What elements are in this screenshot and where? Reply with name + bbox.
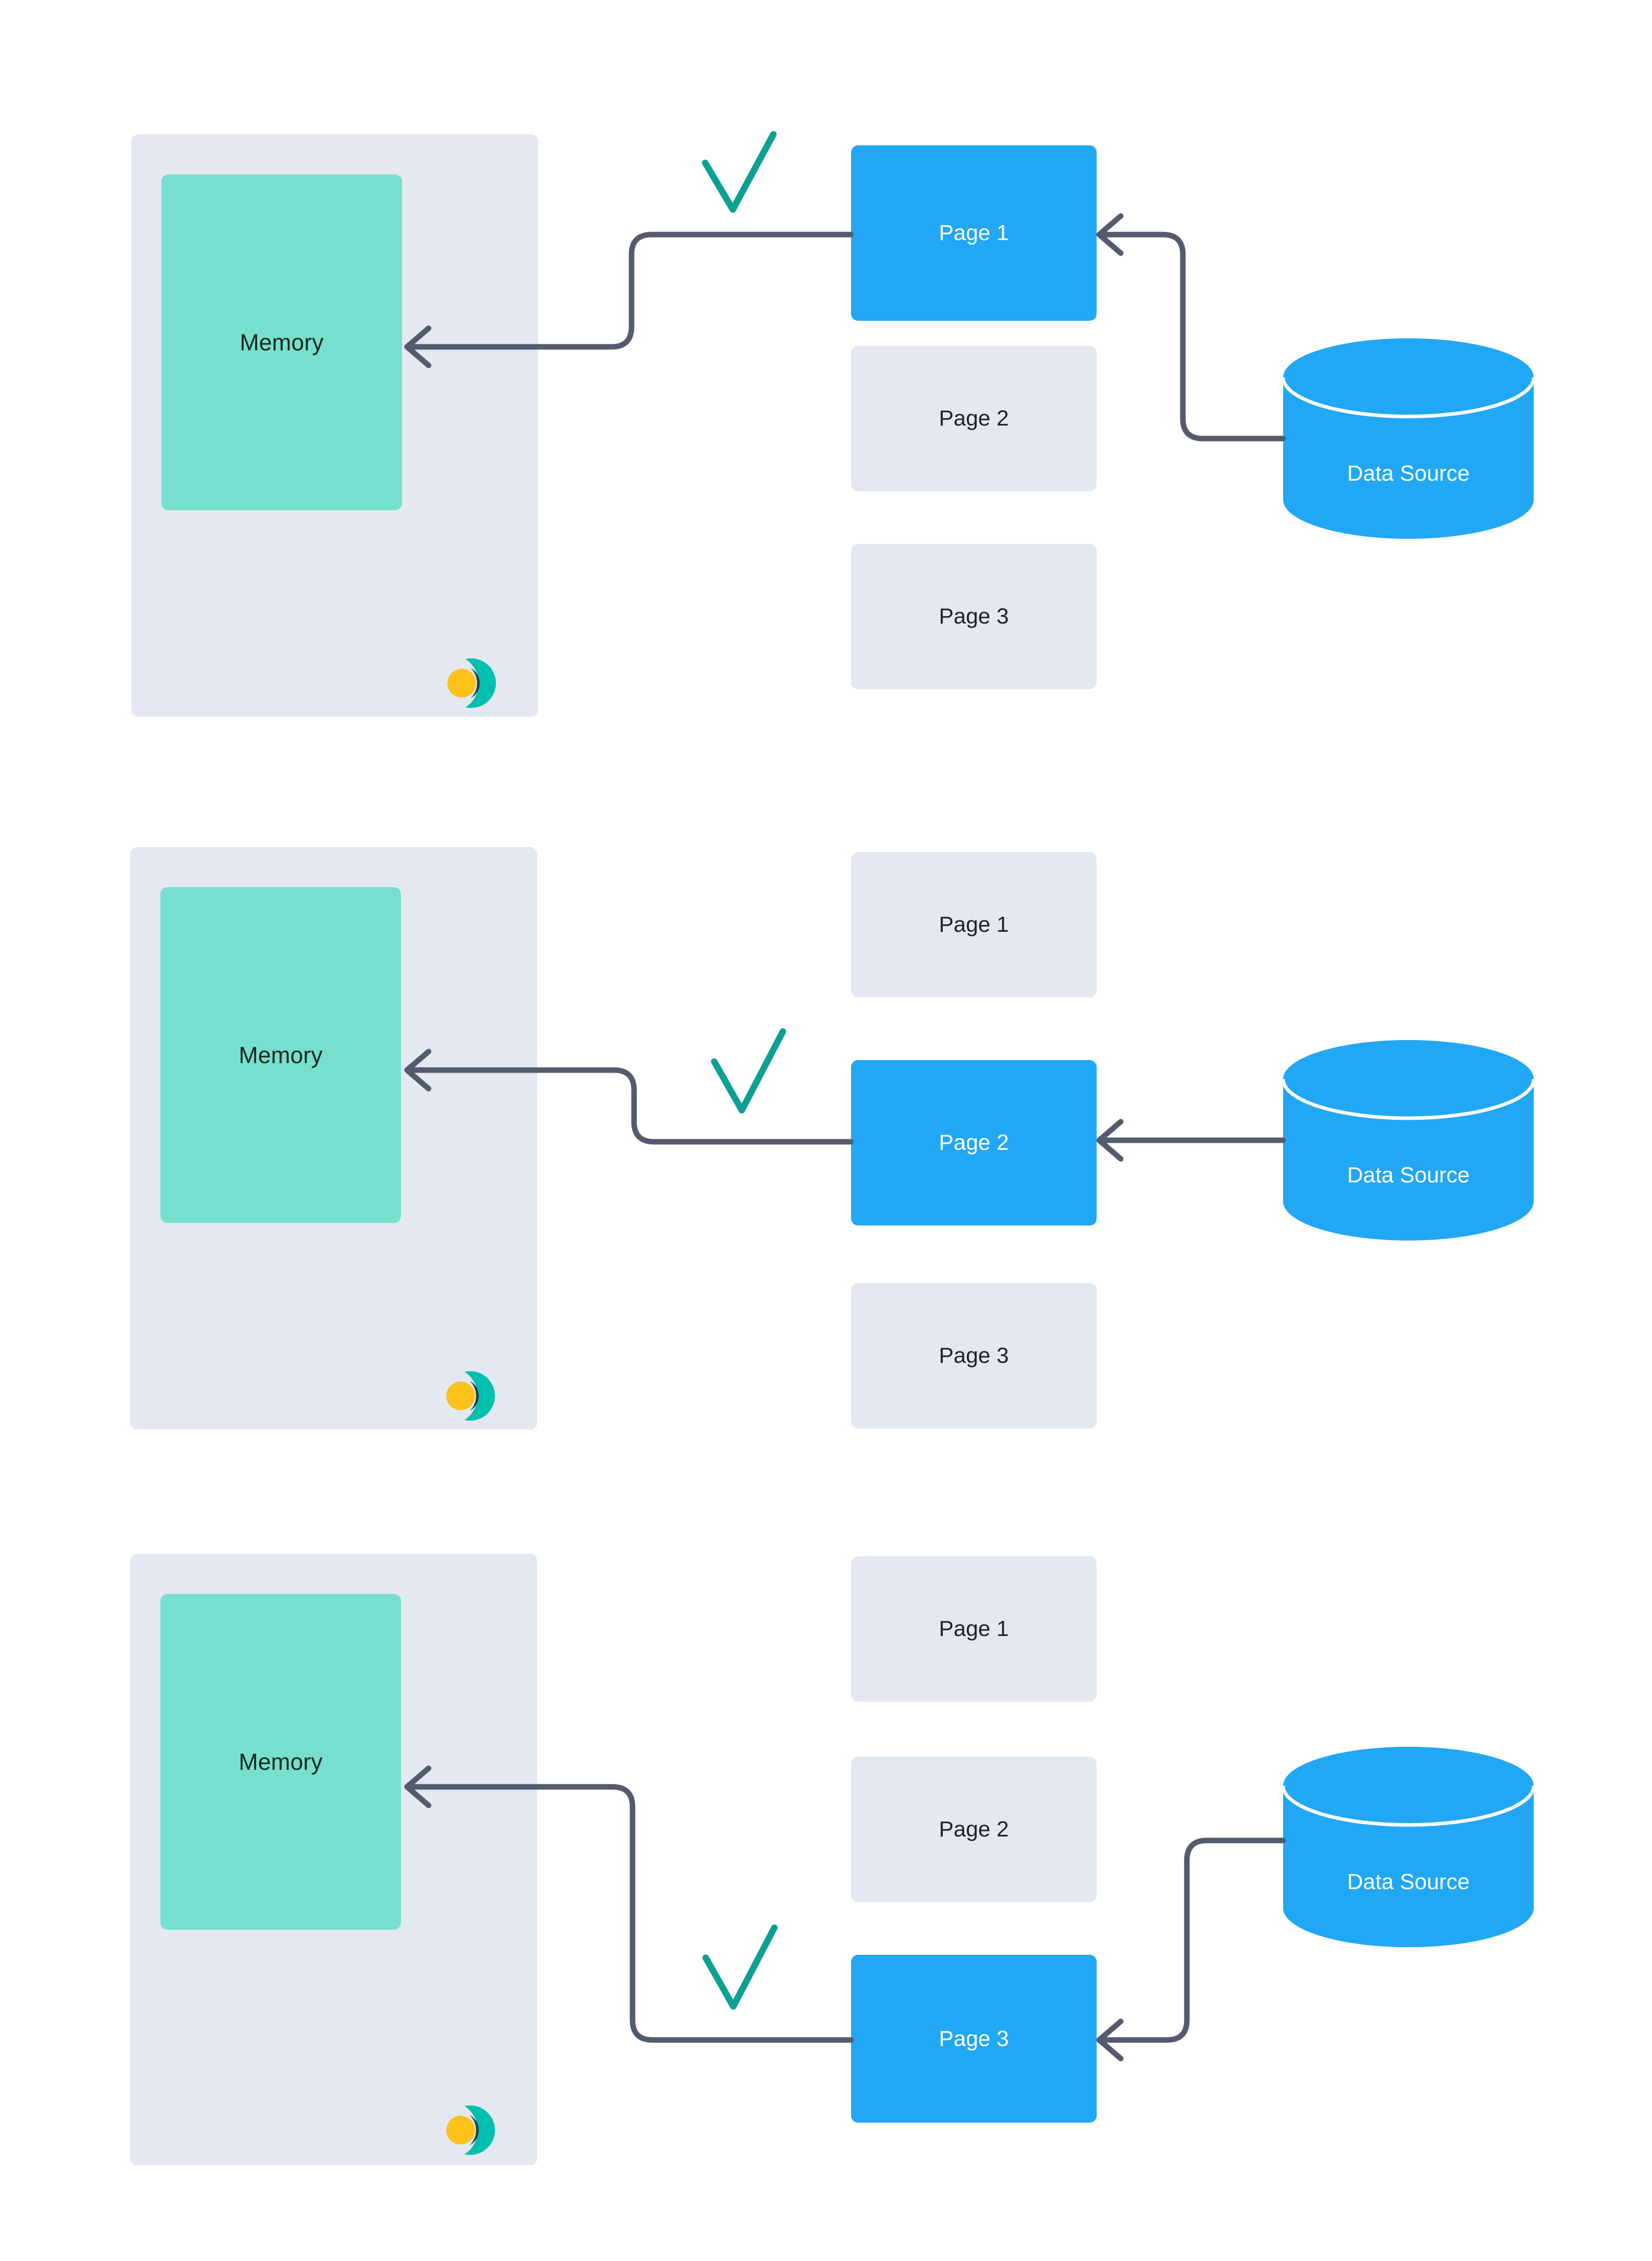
memory-box-step3: Memory — [160, 1594, 401, 1930]
connector-datasource-to-page1-step1 — [1098, 232, 1286, 442]
page-box-step3-page1[interactable]: Page 1 — [851, 1556, 1097, 1702]
page-box-step1-page3[interactable]: Page 3 — [851, 544, 1097, 689]
memory-panel-step2: Memory — [130, 847, 537, 1429]
check-icon-step2 — [711, 1028, 786, 1114]
page-box-step2-page1[interactable]: Page 1 — [851, 852, 1097, 997]
memory-panel-step3: Memory — [130, 1554, 537, 2165]
memory-label: Memory — [240, 329, 324, 355]
arrow-left-icon-page3-step3 — [1096, 2018, 1124, 2062]
page-box-label: Page 1 — [939, 1616, 1009, 1641]
memory-box-step2: Memory — [160, 887, 401, 1223]
page-box-step2-page3[interactable]: Page 3 — [851, 1283, 1097, 1428]
page-box-step3-page3[interactable]: Page 3 — [851, 1955, 1097, 2123]
eclipse-logo-icon — [441, 1363, 506, 1428]
page-box-step2-page2[interactable]: Page 2 — [851, 1060, 1097, 1225]
database-cylinder-icon-step2[interactable]: Data Source — [1283, 1040, 1534, 1241]
check-icon-step1 — [702, 131, 777, 213]
arrow-left-icon-page2-step2 — [1096, 1119, 1124, 1162]
page-box-label: Page 1 — [939, 221, 1009, 245]
eclipse-logo-icon — [442, 651, 507, 716]
eclipse-logo-icon — [441, 2098, 506, 2163]
page-box-label: Page 3 — [939, 2026, 1009, 2051]
page-box-step1-page1[interactable]: Page 1 — [851, 145, 1097, 321]
connector-datasource-to-page3-step3 — [1098, 1837, 1286, 2043]
database-cylinder-icon-step1[interactable]: Data Source — [1283, 338, 1534, 539]
database-cylinder-icon-step3[interactable]: Data Source — [1283, 1747, 1534, 1947]
page-box-step3-page2[interactable]: Page 2 — [851, 1757, 1097, 1902]
page-box-label: Page 2 — [939, 1130, 1009, 1155]
page-box-label: Page 2 — [939, 406, 1009, 431]
page-box-label: Page 2 — [939, 1817, 1009, 1841]
page-box-label: Page 3 — [939, 1343, 1009, 1368]
page-box-label: Page 3 — [939, 604, 1009, 629]
memory-label: Memory — [239, 1042, 323, 1068]
memory-label: Memory — [239, 1749, 323, 1775]
arrow-left-icon-page1-step1 — [1096, 213, 1124, 256]
check-icon-step3 — [702, 1924, 778, 2010]
page-box-label: Page 1 — [939, 912, 1009, 937]
memory-panel-step1: Memory — [131, 134, 538, 717]
memory-box-step1: Memory — [161, 174, 402, 510]
page-box-step1-page2[interactable]: Page 2 — [851, 346, 1097, 491]
